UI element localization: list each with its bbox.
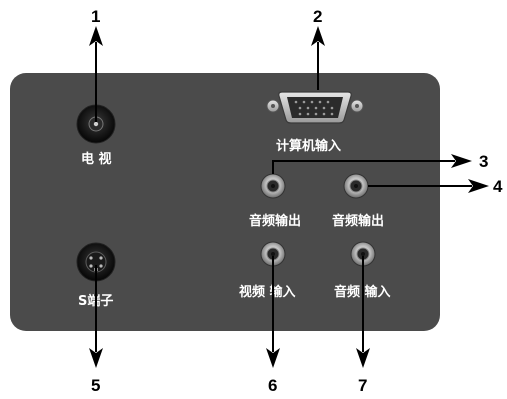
vga-port-label: 计算机输入 [276, 138, 341, 154]
callout-3: 3 [479, 152, 488, 171]
arrow-3 [272, 160, 455, 174]
arrow-3-head-icon [451, 154, 472, 168]
audio-out-1-rca-jack-icon [260, 173, 286, 199]
callout-4: 4 [493, 177, 503, 196]
callout-arrows [89, 26, 489, 368]
callout-1: 1 [91, 7, 100, 26]
svideo-jack-icon [76, 242, 116, 282]
arrow-1-head-icon [89, 26, 103, 46]
arrow-4-head-icon [468, 179, 489, 193]
callout-7: 7 [358, 376, 367, 395]
arrow-5-head-icon [89, 348, 103, 368]
video-in-label: 视频 输入 [239, 284, 296, 300]
tv-port-label: 电 视 [81, 151, 112, 167]
callout-5: 5 [91, 376, 100, 395]
arrow-7-head-icon [356, 348, 370, 368]
video-in-rca-jack-icon [260, 241, 286, 267]
arrow-2-head-icon [311, 26, 325, 46]
audio-in-rca-jack-icon [350, 241, 376, 267]
rear-panel [10, 73, 440, 331]
audio-out-2-rca-jack-icon [343, 173, 369, 199]
audio-out-1-label: 音频输出 [249, 213, 301, 229]
audio-out-2-label: 音频输出 [332, 213, 384, 229]
callout-6: 6 [268, 376, 277, 395]
vga-connector-icon [266, 91, 364, 124]
arrow-6-head-icon [266, 348, 280, 368]
tv-coax-jack-icon [76, 104, 116, 144]
callout-2: 2 [313, 7, 322, 26]
